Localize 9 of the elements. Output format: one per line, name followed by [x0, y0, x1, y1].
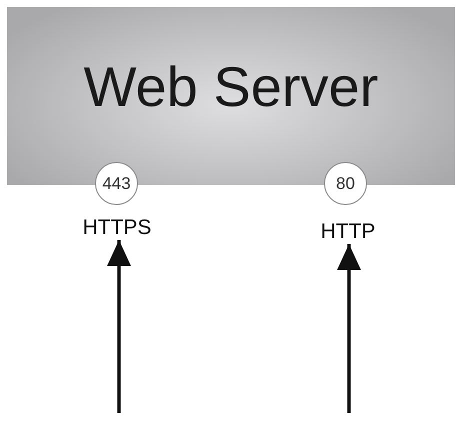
- protocol-label: HTTP: [298, 218, 398, 244]
- port-circle: [324, 162, 367, 205]
- protocol-label: HTTPS: [62, 214, 172, 240]
- server-title: Web Server: [84, 59, 378, 115]
- port-number: 80: [336, 175, 355, 192]
- arrow: [107, 240, 131, 413]
- arrow: [337, 244, 361, 413]
- port-number: 443: [102, 175, 131, 192]
- port-circle: [95, 162, 138, 205]
